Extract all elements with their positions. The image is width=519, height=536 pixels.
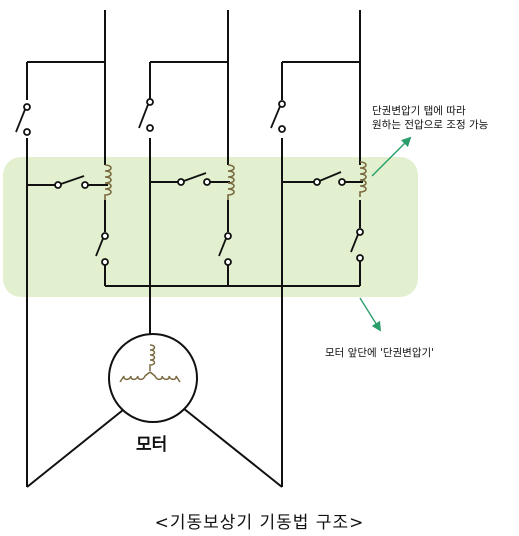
tap-switch-3 [313,171,346,186]
motor-label: 모터 [136,435,168,455]
figure-caption: <기동보상기 기동법 구조> [154,513,365,533]
motor-symbol [108,333,198,423]
autotransformer-region [3,157,418,297]
transformer-annotation-arrow [359,297,382,332]
tap-annotation-arrow [371,136,412,177]
upper-switch-2 [138,98,154,132]
tap-annotation-line1: 단권변압기 탭에 따라 [372,105,466,117]
lower-switch-2 [218,232,232,266]
autotransformer-coil-2 [227,164,235,200]
autotransformer-coil-3 [359,161,367,197]
autotransformer-annotation: 모터 앞단에 '단권변압기' [325,347,435,359]
tap-switch-2 [177,172,211,186]
lower-switch-3 [350,228,364,262]
circuit-lines [26,10,363,488]
upper-switch-3 [270,100,286,133]
tap-annotation-line2: 원하는 전압으로 조정 가능 [372,119,489,131]
upper-switch-1 [15,103,31,136]
tap-switch-1 [54,175,89,189]
tap-adjust-annotation: 단권변압기 탭에 따라 원하는 전압으로 조정 가능 [372,104,488,132]
autotransformer-coil-1 [104,164,112,200]
lower-switch-1 [95,232,109,266]
